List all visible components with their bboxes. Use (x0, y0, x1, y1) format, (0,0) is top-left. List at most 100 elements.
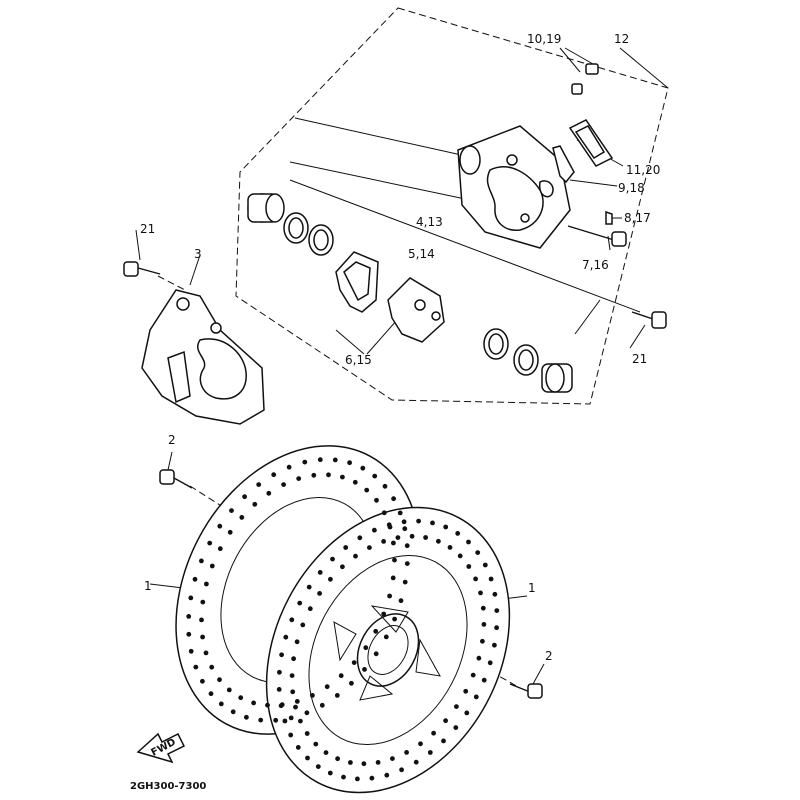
drill-hole (355, 776, 360, 782)
drill-hole (492, 591, 498, 597)
drill-hole (217, 546, 223, 552)
drill-hole (453, 725, 459, 730)
drill-hole (372, 527, 377, 533)
drill-hole (404, 561, 410, 566)
drill-hole (279, 652, 284, 658)
drill-hole (340, 564, 345, 570)
pad-clip (552, 145, 575, 184)
drill-hole (413, 759, 419, 765)
drill-hole (488, 576, 494, 582)
drill-hole (209, 664, 215, 670)
drill-hole (295, 745, 301, 750)
drill-hole (326, 472, 331, 478)
drill-hole (230, 709, 236, 715)
seal-right-2 (513, 344, 539, 376)
drill-hole (242, 494, 248, 500)
drill-hole (218, 701, 224, 707)
drill-hole (300, 622, 306, 628)
drill-hole (398, 598, 404, 604)
drill-hole (402, 526, 408, 532)
drill-hole (383, 634, 389, 640)
drill-hole (335, 756, 340, 762)
drill-hole (294, 699, 300, 704)
drill-hole (397, 510, 403, 516)
drill-hole (200, 634, 206, 640)
drill-hole (431, 730, 436, 736)
disc-bolt-bottom (509, 683, 543, 699)
drill-hole (340, 474, 345, 480)
drill-hole (373, 628, 379, 634)
drill-hole (186, 631, 192, 637)
drill-hole (409, 533, 415, 539)
pad-pin (567, 210, 627, 247)
drill-hole (363, 645, 369, 651)
drill-hole (427, 750, 433, 755)
drill-hole (315, 764, 321, 769)
drill-hole (360, 465, 366, 471)
drill-hole (256, 482, 262, 487)
drill-hole (192, 576, 198, 582)
drill-hole (266, 490, 272, 496)
drill-hole (463, 688, 469, 694)
drill-hole (307, 606, 313, 612)
drill-hole (278, 703, 284, 709)
drill-hole (447, 545, 453, 550)
drill-hole (436, 538, 441, 544)
drill-hole (265, 702, 270, 708)
drill-hole (208, 691, 214, 697)
callout-4-13: 4,13 (416, 215, 443, 229)
drill-hole (288, 715, 294, 721)
brake-pad-1 (335, 251, 379, 313)
drill-hole (381, 611, 387, 617)
drill-hole (286, 464, 292, 470)
pad-spring (568, 119, 614, 167)
drill-hole (327, 770, 333, 776)
drill-hole (482, 562, 488, 568)
drill-hole (277, 669, 282, 675)
drill-hole (276, 687, 282, 692)
drill-hole (343, 545, 349, 550)
drill-hole (289, 617, 295, 623)
drill-hole (330, 556, 335, 562)
drill-hole (204, 581, 209, 587)
drill-hole (470, 672, 476, 678)
drill-hole (404, 543, 410, 549)
drill-hole (302, 459, 308, 465)
drill-hole (430, 520, 435, 526)
drill-hole (441, 738, 446, 744)
callout-11-20: 11,20 (626, 163, 660, 177)
drill-hole (384, 772, 390, 778)
drill-hole (387, 593, 392, 599)
drill-hole (404, 750, 409, 755)
drill-hole (399, 767, 404, 773)
drill-hole (200, 599, 206, 605)
fwd-arrow-icon (136, 732, 186, 764)
assembly-boundary (235, 7, 669, 405)
drill-hole (391, 496, 396, 502)
drill-hole (455, 531, 461, 536)
drill-hole (203, 650, 209, 656)
callout-12: 12 (614, 32, 629, 46)
drill-hole (334, 693, 340, 698)
drill-hole (291, 656, 296, 662)
drill-hole (217, 523, 223, 529)
drill-hole (353, 553, 358, 559)
drill-hole (311, 472, 317, 478)
drill-hole (193, 664, 199, 670)
drill-hole (362, 667, 367, 672)
drill-hole (273, 717, 279, 723)
drill-hole (364, 487, 370, 493)
drill-hole (258, 717, 264, 723)
seal-right-1 (483, 328, 509, 360)
caliper-mount-line (157, 275, 186, 291)
drill-hole (382, 483, 388, 489)
drill-hole (375, 760, 381, 765)
seal-left-1 (283, 212, 309, 244)
drill-hole (252, 501, 258, 507)
drill-hole (395, 535, 401, 540)
drill-hole (481, 622, 487, 627)
callout-5-14: 5,14 (408, 247, 435, 261)
drill-hole (297, 600, 303, 606)
callout-9-18: 9,18 (618, 181, 645, 195)
